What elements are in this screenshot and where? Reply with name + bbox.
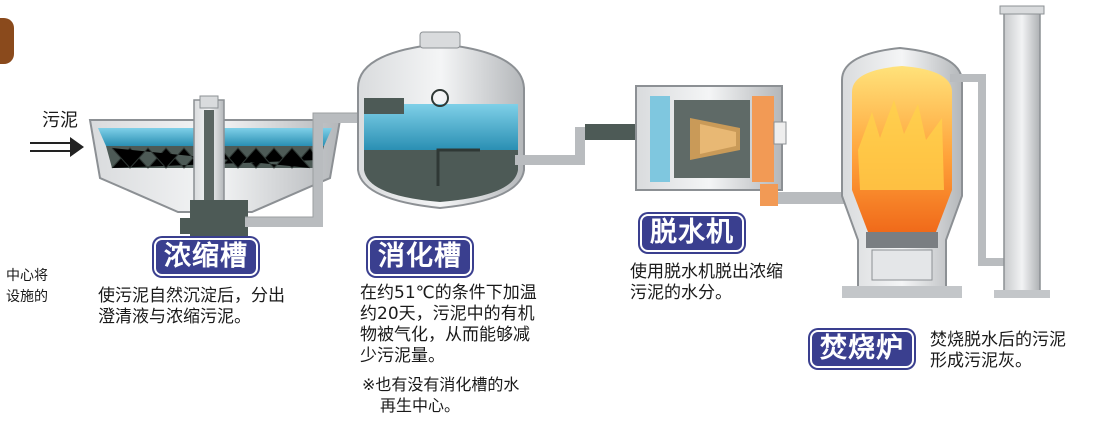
dewaterer-description: 使用脱水机脱出浓缩 污泥的水分。 xyxy=(630,262,783,304)
dewaterer-desc-line-2: 污泥的水分。 xyxy=(630,283,732,303)
digester-title: 消化槽 xyxy=(368,238,472,276)
digester-description: 在约51℃的条件下加温 约20天，污泥中的有机 物被气化，从而能够减 少污泥量。 xyxy=(360,283,537,367)
sludge-feed-pipe xyxy=(585,124,640,140)
incinerator-desc-line-1: 焚烧脱水后的污泥 xyxy=(930,330,1066,350)
chimney xyxy=(994,5,1050,298)
digester-note-line-2: 再生中心。 xyxy=(380,396,461,415)
digester-note-line-1: ※也有没有消化槽的水 xyxy=(362,375,520,394)
digester-tank xyxy=(357,31,525,210)
digester-note: ※也有没有消化槽的水 再生中心。 xyxy=(362,374,519,416)
incinerator-description: 焚烧脱水后的污泥 形成污泥灰。 xyxy=(930,330,1066,372)
left-cut-text-1: 中心将 xyxy=(6,268,48,284)
input-arrow xyxy=(30,137,84,157)
thickener-tank xyxy=(88,95,342,236)
input-label: 污泥 xyxy=(42,110,78,131)
digester-desc-line-3: 物被气化，从而能够减 xyxy=(360,325,530,345)
digester-desc-line-4: 少污泥量。 xyxy=(360,346,445,366)
pipe-thickener-digester xyxy=(245,113,358,227)
left-cut-text-2: 设施的 xyxy=(6,289,48,305)
dewatering-machine xyxy=(635,85,787,191)
incinerator-desc-line-2: 形成污泥灰。 xyxy=(930,351,1032,371)
incinerator xyxy=(841,46,963,298)
digester-desc-line-1: 在约51℃的条件下加温 xyxy=(360,283,537,303)
dewaterer-title: 脱水机 xyxy=(640,214,744,252)
dewaterer-desc-line-1: 使用脱水机脱出浓缩 xyxy=(630,262,783,282)
thickener-desc-line-2: 澄清液与浓缩污泥。 xyxy=(98,307,251,327)
cut-off-marker xyxy=(0,18,14,64)
incinerator-title: 焚烧炉 xyxy=(810,330,914,368)
flue-pipe xyxy=(950,74,1004,266)
digester-desc-line-2: 约20天，污泥中的有机 xyxy=(360,304,535,324)
thickener-desc-line-1: 使污泥自然沉淀后，分出 xyxy=(98,286,285,306)
thickener-description: 使污泥自然沉淀后，分出 澄清液与浓缩污泥。 xyxy=(98,286,285,328)
pipe-dewaterer-incinerator xyxy=(760,184,852,206)
thickener-title: 浓缩槽 xyxy=(154,238,258,276)
